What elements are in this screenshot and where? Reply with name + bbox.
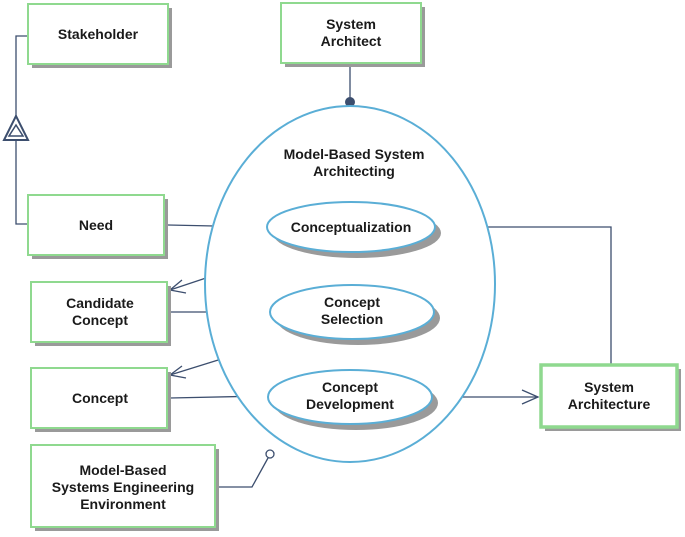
instrument-circle-icon [265,449,275,459]
process-concept-development[interactable]: Concept Development [267,369,438,430]
object-label-line-1: System [326,16,376,32]
object-label-line-3: Environment [80,496,166,512]
process-conceptualization[interactable]: Conceptualization [266,201,441,258]
object-label-line-1: Candidate [66,295,134,311]
process-label-line-1: Concept [322,379,378,395]
object-system-architecture[interactable]: System Architecture [539,363,681,431]
process-title-line-1: Model-Based System [284,146,425,162]
object-label-line-1: Model-Based [79,462,166,478]
object-label-line-1: System [584,379,634,395]
process-title-line-2: Architecting [313,163,395,179]
object-label: Need [79,217,113,233]
object-concept[interactable]: Concept [30,367,171,432]
process-model-based-system-architecting[interactable]: Model-Based System Architecting [204,105,496,463]
instrument-link-environment [216,449,275,488]
object-label-line-2: Concept [72,312,128,328]
object-label-line-2: Architect [321,33,382,49]
process-concept-selection[interactable]: Concept Selection [269,284,440,345]
object-label: Concept [72,390,128,406]
process-label: Conceptualization [291,219,412,235]
process-label-line-2: Selection [321,311,383,327]
object-stakeholder[interactable]: Stakeholder [27,3,172,68]
object-label-line-2: Systems Engineering [52,479,194,495]
object-label: Stakeholder [58,26,139,42]
object-label-line-2: Architecture [568,396,651,412]
generalization-link [2,35,30,225]
generalization-inner-triangle-icon [7,123,25,137]
object-candidate-concept[interactable]: Candidate Concept [30,281,171,346]
object-system-architect[interactable]: System Architect [280,2,425,67]
arrowhead-icon [521,389,540,405]
arrowhead-icon [168,279,187,294]
object-mbse-environment[interactable]: Model-Based Systems Engineering Environm… [30,444,219,531]
agent-filled-circle-icon [345,97,355,107]
agent-link [345,64,355,107]
process-label-line-1: Concept [324,294,380,310]
object-need[interactable]: Need [27,194,168,259]
process-label-line-2: Development [306,396,394,412]
